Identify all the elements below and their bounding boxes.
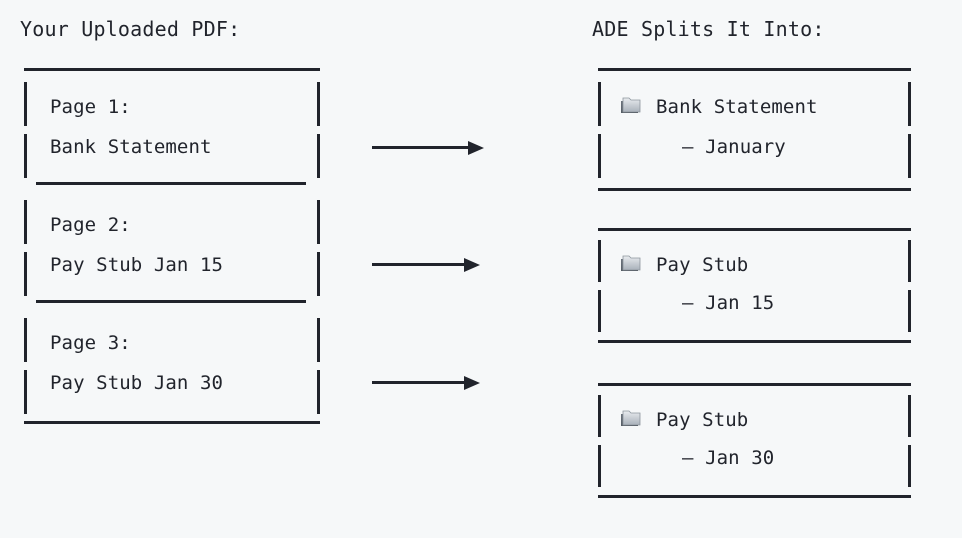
arrow-shaft <box>372 381 466 384</box>
box-left-pipe <box>598 82 601 126</box>
box-right-pipe <box>908 395 911 437</box>
page-3-label: Page 3: <box>50 332 131 354</box>
box-bottom-border <box>24 421 320 424</box>
box-right-pipe <box>908 82 911 126</box>
arrow-head <box>464 258 480 272</box>
box-left-pipe <box>598 445 601 487</box>
box-left-pipe <box>24 318 27 362</box>
folder-icon <box>620 96 642 114</box>
split-result-1-subtitle: – January <box>682 136 786 158</box>
page-3-title: Pay Stub Jan 30 <box>50 372 224 394</box>
box-right-pipe <box>317 252 320 296</box>
uploaded-pdf-box: Page 1: Bank Statement Page 2: Pay Stub … <box>24 68 320 424</box>
split-result-1-title: Bank Statement <box>656 96 818 118</box>
page-separator <box>36 300 306 303</box>
box-bottom-border <box>598 495 911 498</box>
box-left-pipe <box>598 395 601 437</box>
box-bottom-border <box>598 340 911 343</box>
split-arrow-3 <box>372 376 480 390</box>
box-top-border <box>598 228 911 231</box>
split-result-3-subtitle: – Jan 30 <box>682 447 775 469</box>
page-2-title: Pay Stub Jan 15 <box>50 254 224 276</box>
box-top-border <box>598 68 911 71</box>
split-arrow-1 <box>372 141 484 155</box>
split-result-box-1: Bank Statement – January <box>598 68 911 191</box>
box-top-border <box>24 68 320 71</box>
arrow-head <box>468 141 484 155</box>
box-right-pipe <box>317 200 320 244</box>
split-result-3-title: Pay Stub <box>656 409 749 431</box>
split-result-2-subtitle: – Jan 15 <box>682 292 775 314</box>
box-right-pipe <box>908 240 911 282</box>
box-right-pipe <box>317 134 320 178</box>
box-right-pipe <box>317 370 320 414</box>
box-right-pipe <box>317 318 320 362</box>
box-left-pipe <box>598 290 601 332</box>
box-bottom-border <box>598 188 911 191</box>
split-result-box-2: Pay Stub – Jan 15 <box>598 228 911 343</box>
ade-splits-heading: ADE Splits It Into: <box>592 17 825 41</box>
uploaded-pdf-heading: Your Uploaded PDF: <box>20 17 241 41</box>
box-right-pipe <box>908 290 911 332</box>
arrow-head <box>464 376 480 390</box>
box-left-pipe <box>24 200 27 244</box>
box-left-pipe <box>598 134 601 178</box>
box-left-pipe <box>24 370 27 414</box>
split-arrow-2 <box>372 258 480 272</box>
page-1-label: Page 1: <box>50 96 131 118</box>
box-left-pipe <box>24 134 27 178</box>
split-result-box-3: Pay Stub – Jan 30 <box>598 383 911 498</box>
arrow-shaft <box>372 263 466 266</box>
folder-icon <box>620 254 642 272</box>
box-right-pipe <box>908 134 911 178</box>
split-result-2-title: Pay Stub <box>656 254 749 276</box>
box-right-pipe <box>908 445 911 487</box>
box-left-pipe <box>598 240 601 282</box>
box-left-pipe <box>24 82 27 126</box>
page-1-title: Bank Statement <box>50 136 212 158</box>
box-right-pipe <box>317 82 320 126</box>
box-left-pipe <box>24 252 27 296</box>
folder-icon <box>620 409 642 427</box>
box-top-border <box>598 383 911 386</box>
page-2-label: Page 2: <box>50 214 131 236</box>
arrow-shaft <box>372 146 470 149</box>
page-separator <box>36 182 306 185</box>
